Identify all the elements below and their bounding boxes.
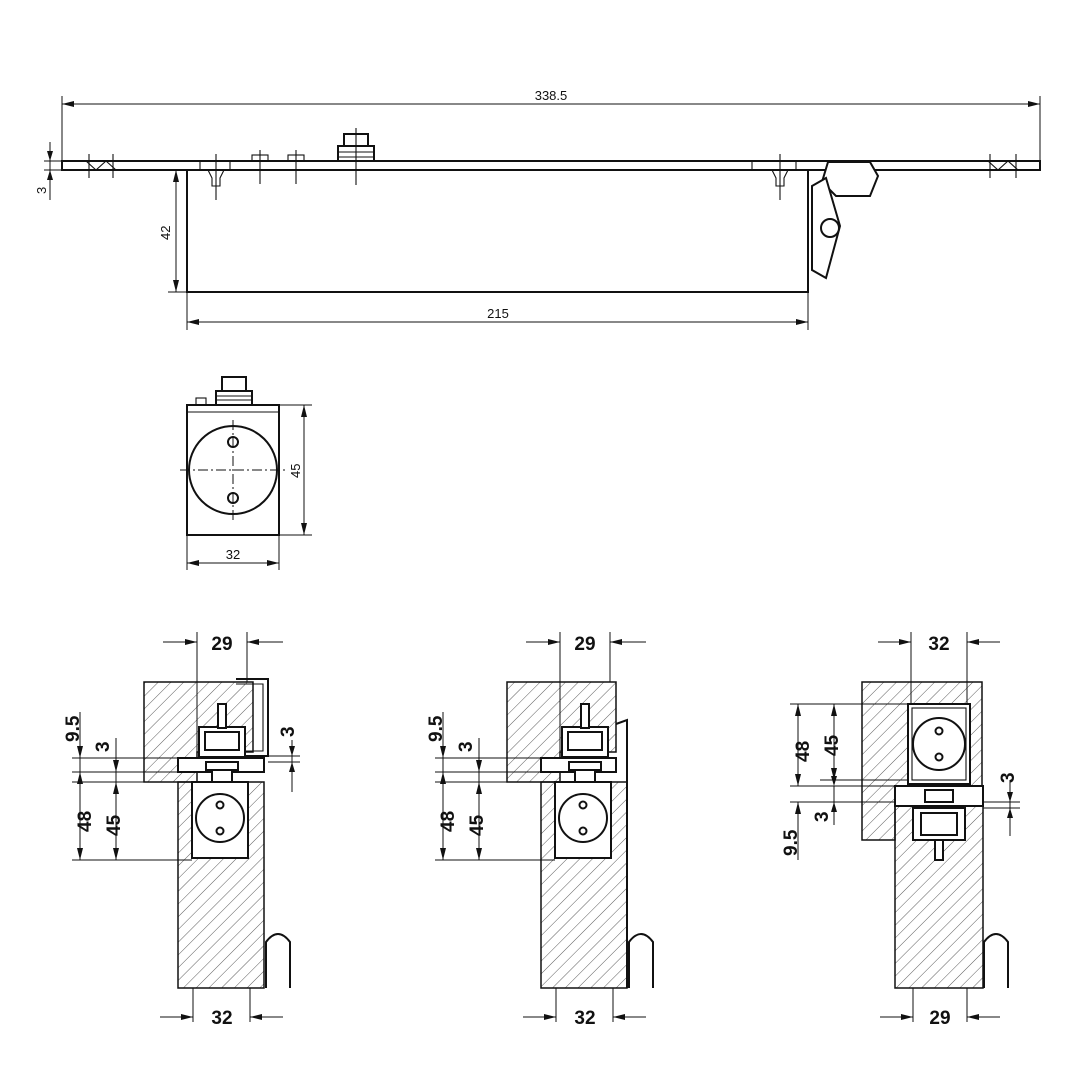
s3-dim-top-width: 32 — [878, 632, 1000, 704]
s3-closer — [907, 703, 971, 785]
label-body-length: 215 — [487, 306, 509, 321]
s2-side-profile — [615, 718, 628, 988]
s2-dim-left: 9.5 3 48 45 — [426, 712, 563, 861]
s2-label-bottom-width: 32 — [574, 1008, 595, 1029]
s3-label-3: 3 — [812, 811, 833, 822]
dim-end-height: 45 — [279, 404, 312, 536]
dim-body-length: 215 — [186, 292, 809, 330]
label-plate-thickness: 3 — [34, 187, 49, 194]
section-1: 29 9.5 3 48 45 3 — [63, 632, 300, 1029]
label-overall-length: 338.5 — [535, 88, 568, 103]
s1-dim-bottom-width: 32 — [160, 988, 283, 1029]
label-body-height: 42 — [158, 226, 173, 240]
s1-label-bottom-width: 32 — [211, 1008, 232, 1029]
s1-angle-profile — [236, 678, 269, 757]
arm-bracket — [807, 161, 880, 280]
mounting-plate — [61, 160, 1041, 171]
dim-end-width: 32 — [186, 535, 280, 570]
s3-label-right-3: 3 — [998, 772, 1019, 783]
s3-dim-right-gap: 3 — [983, 772, 1020, 836]
dim-overall-length: 338.5 — [61, 88, 1041, 170]
screw-right — [751, 154, 797, 200]
s1-dim-left: 9.5 3 48 45 — [63, 712, 200, 861]
screw-left — [199, 154, 231, 200]
s1-label-right-3: 3 — [278, 726, 299, 737]
s2-label-45: 45 — [467, 814, 488, 836]
s1-dim-top-width: 29 — [163, 632, 283, 752]
dim-body-height: 42 — [158, 169, 187, 293]
s2-label-top-width: 29 — [574, 634, 595, 655]
top-view: 338.5 — [34, 88, 1041, 330]
s2-hinge — [628, 933, 654, 988]
end-view: 45 32 — [180, 376, 312, 570]
spindle — [337, 128, 375, 185]
s1-label-48: 48 — [75, 811, 96, 832]
s1-label-45: 45 — [104, 814, 125, 836]
s3-label-48: 48 — [793, 741, 814, 762]
s3-dim-bottom-width: 29 — [880, 988, 1000, 1029]
s2-label-9-5: 9.5 — [426, 715, 447, 742]
section-2: 29 9.5 3 48 45 32 — [426, 632, 654, 1029]
adjust-valves — [251, 150, 305, 184]
dim-plate-thickness: 3 — [34, 142, 62, 200]
s1-label-9-5: 9.5 — [63, 715, 84, 742]
s1-label-top-width: 29 — [211, 634, 232, 655]
label-end-width: 32 — [226, 547, 240, 562]
s3-dim-left: 48 45 3 9.5 — [781, 703, 908, 860]
s1-hinge — [265, 933, 291, 988]
label-end-height: 45 — [288, 464, 303, 478]
s3-label-bottom-width: 29 — [929, 1008, 950, 1029]
plate-fixings — [85, 154, 1019, 178]
s3-label-9-5: 9.5 — [781, 829, 802, 856]
s2-dim-top-width: 29 — [526, 632, 646, 752]
s2-label-48: 48 — [438, 811, 459, 832]
s3-label-top-width: 32 — [928, 634, 949, 655]
s1-dim-right-gap: 3 — [268, 726, 300, 792]
s3-label-45: 45 — [822, 734, 843, 756]
closer-body — [186, 169, 809, 293]
s2-label-3: 3 — [456, 741, 477, 752]
section-3: 32 48 45 3 9.5 — [781, 632, 1020, 1029]
s2-dim-bottom-width: 32 — [523, 988, 646, 1029]
end-spindle — [195, 376, 253, 406]
s3-hinge — [983, 933, 1009, 988]
s1-label-3: 3 — [93, 741, 114, 752]
